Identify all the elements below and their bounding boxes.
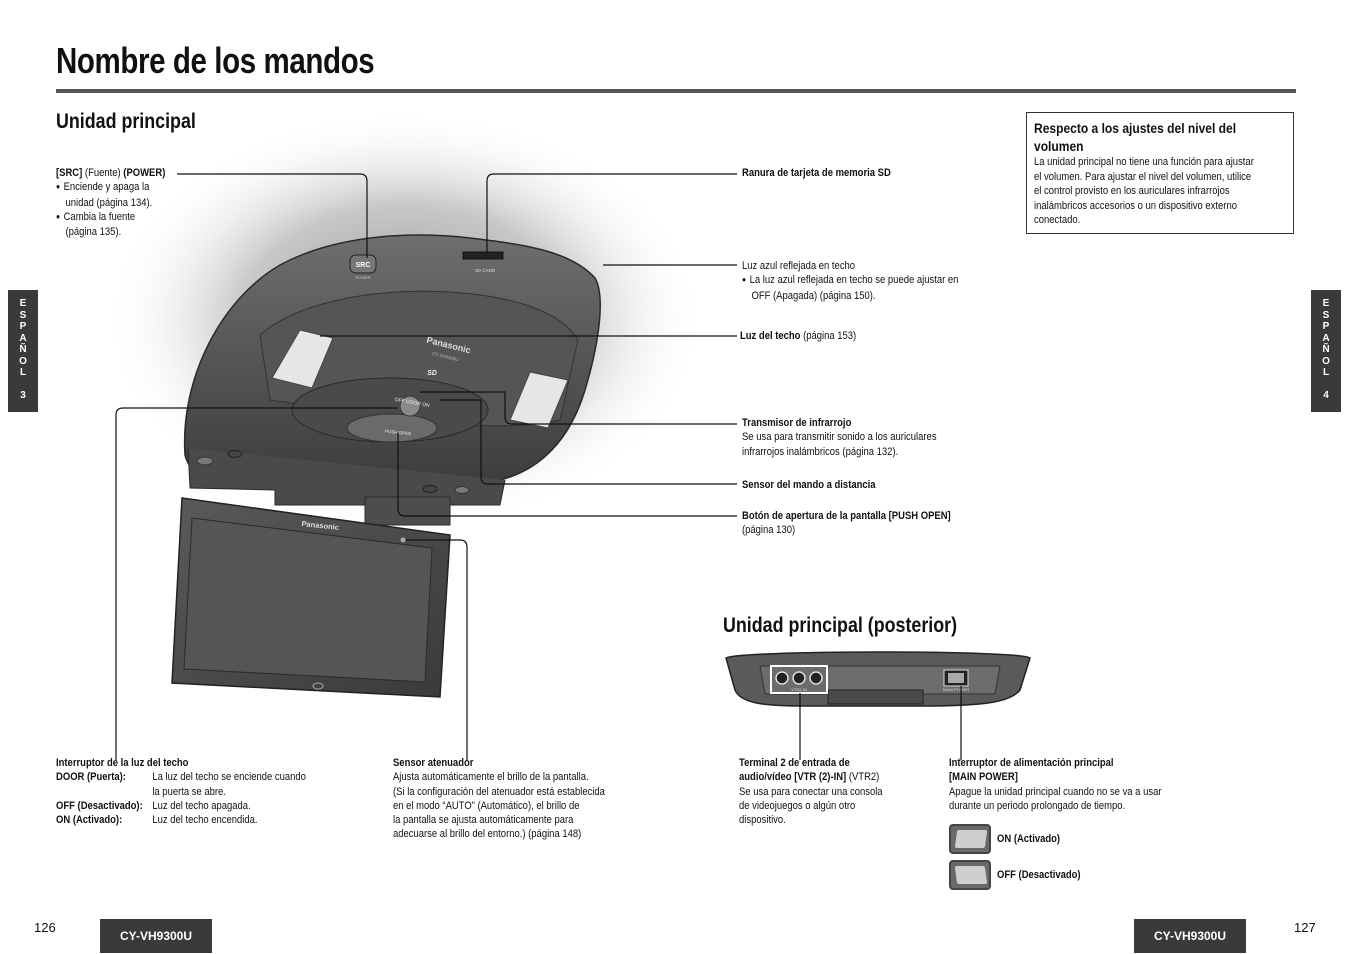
sd-card-slot[interactable]: [462, 251, 504, 260]
screw-hole: [227, 450, 243, 458]
vtr-in-label: VTR2-IN: [791, 687, 807, 692]
section-heading-rear: Unidad principal (posterior): [723, 614, 958, 637]
section-heading-main: Unidad principal: [56, 110, 196, 133]
ir-callout: Transmisor de infrarrojo Se usa para tra…: [742, 417, 937, 458]
model-small-label: CY-VH9300U: [432, 351, 459, 362]
screw-hole: [196, 456, 214, 466]
switch-off-icon: [949, 860, 991, 890]
volume-note-box: Respecto a los ajustes del nivel del vol…: [1026, 112, 1294, 234]
main-power-callout: Interruptor de alimentación principal [M…: [949, 757, 1162, 812]
av-jack-audio-l[interactable]: [792, 671, 806, 685]
av-input-callout: Terminal 2 de entrada de audio/vídeo [VT…: [739, 757, 883, 827]
leader-lines: [115, 173, 962, 760]
model-badge-right: CY-VH9300U: [1134, 919, 1246, 953]
sd-slot-callout: Ranura de tarjeta de memoria SD: [742, 167, 891, 179]
av-jacks-highlight: [770, 665, 828, 694]
dimmer-callout: Sensor atenuador Ajusta automáticamente …: [393, 757, 605, 841]
remote-sensor-callout: Sensor del mando a distancia: [742, 479, 876, 491]
dimmer-sensor: [400, 537, 406, 543]
switch-on-icon: [949, 824, 991, 854]
note-body: La unidad principal no tiene una función…: [1034, 156, 1254, 227]
screw-hole: [454, 486, 470, 494]
note-heading: Respecto a los ajustes del nivel del vol…: [1034, 120, 1237, 154]
monitor-led: [312, 682, 324, 690]
main-power-rocker: [948, 673, 964, 683]
src-button-label: SRC: [356, 262, 371, 269]
av-jack-video[interactable]: [775, 671, 789, 685]
blue-light-callout: Luz azul reflejada en techo La luz azul …: [742, 259, 958, 303]
roof-switch-callout: Interruptor de la luz del techo DOOR (Pu…: [56, 757, 306, 827]
roof-light-right: [509, 371, 569, 429]
switch-on-label: ON (Activado): [997, 833, 1061, 845]
push-open-callout: Botón de apertura de la pantalla [PUSH O…: [742, 510, 951, 537]
main-power-label: MAIN POWER: [943, 687, 969, 692]
title-rule: [56, 89, 1296, 93]
model-badge-left: CY-VH9300U: [100, 919, 212, 953]
sd-card-label: SD CARD: [475, 268, 496, 273]
push-open-button[interactable]: [346, 413, 438, 443]
rear-unit-base: [827, 689, 924, 705]
switch-off-label: OFF (Desactivado): [997, 869, 1081, 881]
sd-logo: SD: [427, 370, 437, 377]
roof-light-callout: Luz del techo (página 153): [740, 330, 857, 342]
src-button[interactable]: [349, 254, 377, 274]
roof-light-switch-knob[interactable]: [399, 395, 421, 417]
power-small-label: POWER: [355, 275, 370, 280]
monitor-screen: [183, 517, 433, 683]
page-number-left: 126: [34, 920, 56, 935]
page-title: Nombre de los mandos: [56, 40, 375, 81]
push-open-label: PUSH OPEN: [385, 429, 412, 437]
brand-logo-screen: Panasonic: [301, 519, 339, 532]
roof-light-left: [271, 329, 334, 389]
src-callout: [SRC] (Fuente) (POWER) Enciende y apaga …: [56, 166, 165, 239]
screw-hole: [422, 485, 438, 493]
av-jack-audio-r[interactable]: [809, 671, 823, 685]
page-number-right: 127: [1294, 920, 1316, 935]
monitor-hinge: [364, 496, 451, 526]
